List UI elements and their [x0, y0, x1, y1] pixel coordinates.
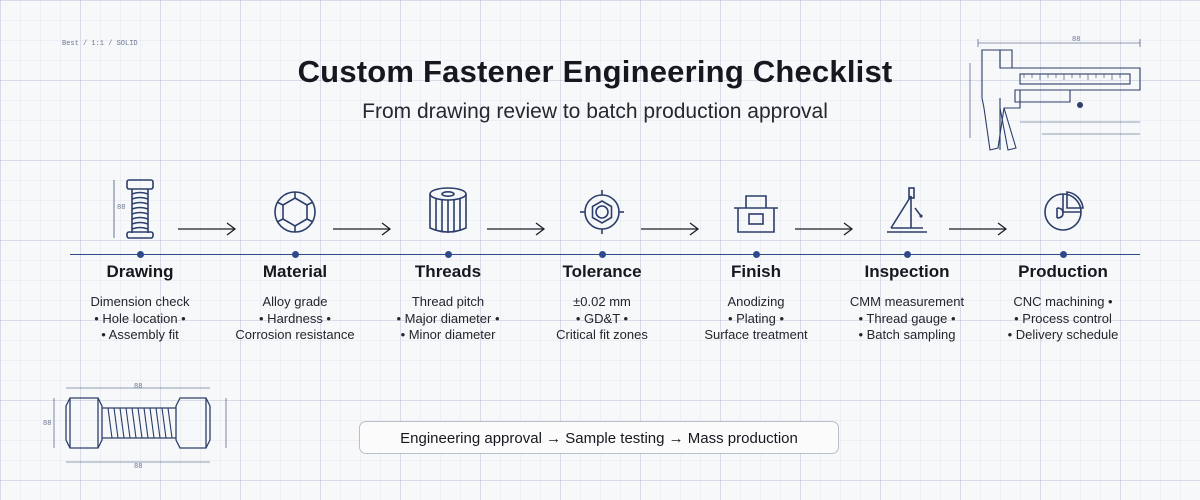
- timeline-dot: [904, 251, 911, 258]
- step-label: Threads: [414, 262, 482, 281]
- step-label: Tolerance: [562, 262, 642, 281]
- step-tolerance: Tolerance ±0.02 mm • GD&T • Critical fit…: [527, 170, 677, 342]
- timeline-dot: [445, 251, 452, 258]
- hexagon-grain-icon: [274, 191, 316, 233]
- step-items: Alloy grade • Hardness • Corrosion resis…: [210, 294, 380, 344]
- bolt-drawing-icon: [53, 387, 227, 463]
- tolerance-nut-icon: [580, 190, 624, 234]
- caliper-sketch-icon: [969, 39, 1141, 151]
- arrow-right-icon: [795, 222, 854, 236]
- step-item: • GD&T •: [575, 310, 629, 326]
- step-finish: Finish Anodizing • Plating • Surface tre…: [681, 170, 831, 342]
- arrow-right-icon: [641, 222, 700, 236]
- step-items: Thread pitch • Major diameter • • Minor …: [363, 294, 533, 344]
- step-production: Production CNC machining • • Process con…: [988, 170, 1138, 342]
- step-label: Material: [262, 262, 328, 281]
- step-threads: Threads Thread pitch • Major diameter • …: [373, 170, 523, 342]
- step-item: Surface treatment: [704, 327, 808, 342]
- timeline-dot: [137, 251, 144, 258]
- plating-tank-icon: [734, 195, 778, 233]
- step-items: CMM measurement • Thread gauge • • Batch…: [822, 294, 992, 344]
- step-label: Production: [1018, 262, 1108, 281]
- arrow-right-icon: [487, 222, 546, 236]
- step-label: Inspection: [864, 262, 950, 281]
- arrow-right-icon: [949, 222, 1008, 236]
- bolt-icon: [113, 179, 154, 239]
- step-item: • Plating •: [727, 310, 785, 326]
- step-item: • Batch sampling: [858, 327, 956, 342]
- caliper-dimension-label: 88: [1072, 36, 1081, 44]
- step-items: Dimension check • Hole location • • Asse…: [55, 294, 225, 344]
- step-item: • Hole location •: [94, 310, 186, 326]
- step-item: • Minor diameter: [400, 327, 496, 342]
- step-inspection: Inspection CMM measurement • Thread gaug…: [832, 170, 982, 342]
- timeline-dot: [599, 251, 606, 258]
- step-item: Anodizing: [727, 294, 785, 309]
- step-drawing: 88 Drawing Dimension check • Hole locati…: [65, 170, 215, 342]
- page-subtitle: From drawing review to batch production …: [362, 100, 828, 123]
- step-item: Alloy grade: [262, 294, 328, 309]
- bolt-top-dimension: 88: [134, 383, 143, 391]
- step-item: ±0.02 mm: [573, 294, 631, 309]
- step-label: Finish: [730, 262, 782, 281]
- timeline-dot: [292, 251, 299, 258]
- step-item: CNC machining •: [1013, 294, 1113, 309]
- step-item: Thread pitch: [411, 294, 485, 309]
- step-items: Anodizing • Plating • Surface treatment: [671, 294, 841, 344]
- step-item: Critical fit zones: [556, 327, 648, 342]
- bolt-height-dimension: 88: [43, 420, 52, 428]
- step-items: CNC machining • • Process control • Deli…: [978, 294, 1148, 344]
- step-item: • Assembly fit: [101, 327, 179, 342]
- knurled-nut-icon: [429, 187, 467, 233]
- height-gauge-icon: [887, 187, 927, 233]
- page-title: Custom Fastener Engineering Checklist: [297, 54, 893, 89]
- step-label: Drawing: [106, 262, 174, 281]
- step-item: • Major diameter •: [396, 310, 500, 326]
- step-item: Dimension check: [90, 294, 190, 309]
- pie-chart-icon: [1044, 191, 1084, 231]
- timeline-dot: [1060, 251, 1067, 258]
- drawing-title-block: Best / 1:1 / SOLID: [62, 40, 138, 48]
- step-item: CMM measurement: [849, 294, 965, 309]
- step-item: Corrosion resistance: [235, 327, 355, 342]
- step-material: Material Alloy grade • Hardness • Corros…: [220, 170, 370, 342]
- step-item: • Process control: [1014, 310, 1112, 326]
- step-items: ±0.02 mm • GD&T • Critical fit zones: [517, 294, 687, 344]
- step-item: • Hardness •: [259, 310, 331, 326]
- step-item: • Delivery schedule: [1007, 327, 1119, 342]
- arrow-right-icon: [178, 222, 237, 236]
- bolt-width-dimension: 88: [134, 463, 143, 471]
- flow-summary: Engineering approval → Sample testing → …: [359, 421, 839, 454]
- bolt-icon-dimension: 88: [117, 204, 126, 212]
- arrow-right-icon: [333, 222, 392, 236]
- timeline-dot: [753, 251, 760, 258]
- step-item: • Thread gauge •: [858, 310, 956, 326]
